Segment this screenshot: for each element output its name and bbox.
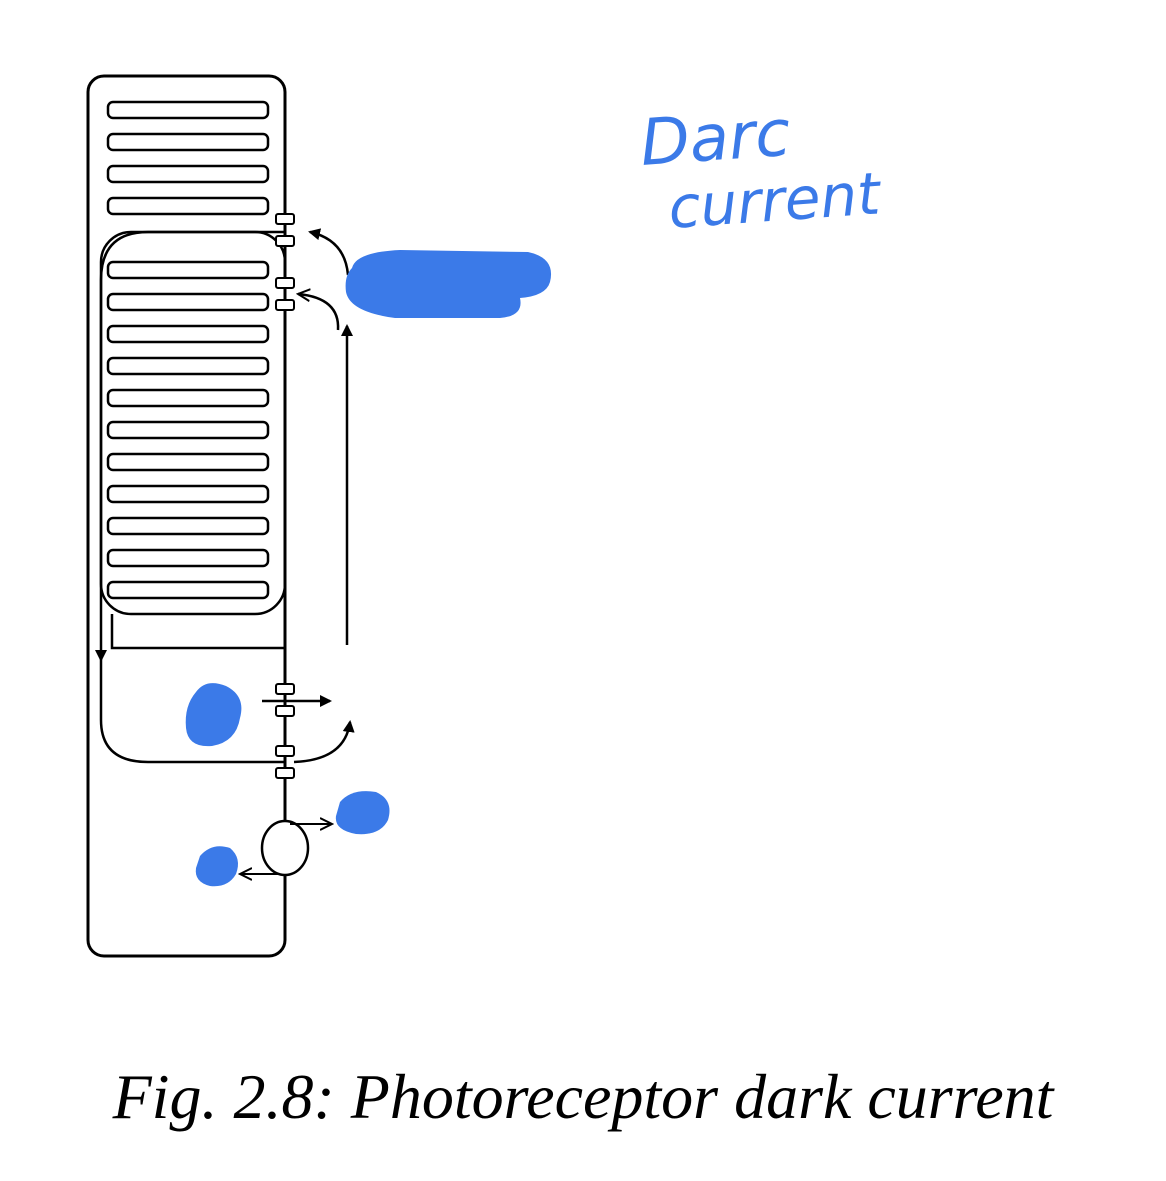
- disc: [106, 100, 270, 120]
- handwritten-annotation-line1: Darc: [638, 97, 793, 181]
- potassium-channel-lower: [275, 745, 295, 779]
- disc: [106, 516, 270, 536]
- disc: [106, 196, 270, 216]
- redaction-blob-inner: [185, 683, 242, 747]
- redaction-blob-top: [345, 250, 552, 318]
- disc: [106, 356, 270, 376]
- upper-disc-stack: [106, 100, 270, 216]
- cgmp-channel-lower: [275, 277, 295, 311]
- lower-disc-stack: [106, 260, 270, 600]
- current-loop-outer-segment: [95, 230, 285, 662]
- cell-membrane: [86, 74, 287, 958]
- disc: [106, 580, 270, 600]
- disc: [106, 164, 270, 184]
- cilium-connector: [110, 614, 285, 650]
- disc: [106, 548, 270, 568]
- disc: [106, 484, 270, 504]
- disc: [106, 132, 270, 152]
- disc: [106, 260, 270, 280]
- handwritten-annotation-line2: current: [666, 159, 884, 242]
- redaction-blob-pump-out: [335, 791, 390, 835]
- cgmp-channel-upper: [275, 213, 295, 247]
- disc: [106, 324, 270, 344]
- figure-caption: Fig. 2.8: Photoreceptor dark current: [112, 1061, 1054, 1132]
- redaction-blob-pump-in: [195, 846, 238, 887]
- disc: [106, 420, 270, 440]
- outflow-arrow-curved: [293, 720, 355, 764]
- current-loop-inner-segment: [99, 660, 285, 764]
- inflow-arrow-open: [298, 294, 340, 331]
- sodium-potassium-pump: [260, 819, 310, 877]
- disc: [106, 388, 270, 408]
- lower-stack-boundary: [99, 230, 287, 616]
- potassium-channel-upper: [275, 683, 295, 717]
- blue-redaction-marks: [185, 250, 552, 887]
- disc: [106, 452, 270, 472]
- disc: [106, 292, 270, 312]
- inflow-arrow-filled: [308, 228, 350, 276]
